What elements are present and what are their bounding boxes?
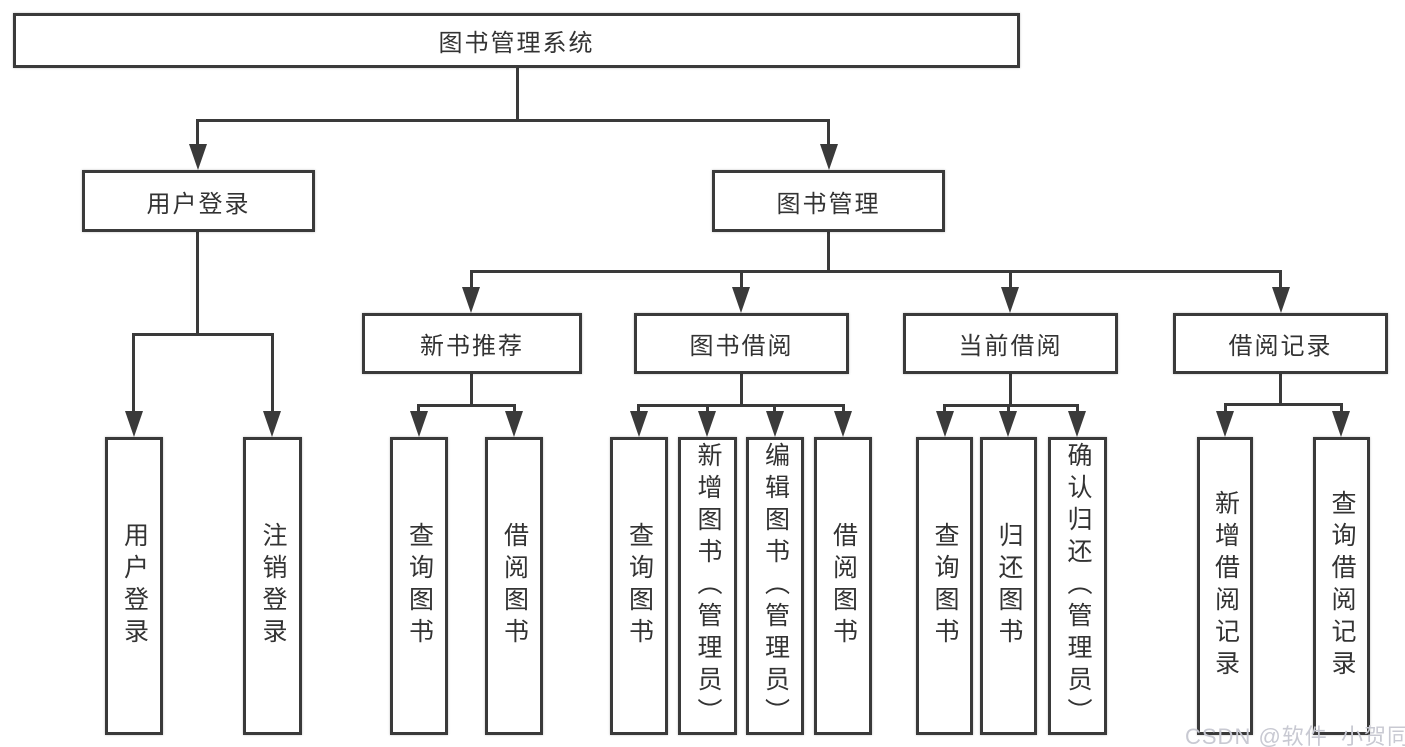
arrow-down-icon [410,411,428,437]
connector-drop-login-leaf [132,333,135,412]
leaf-query-borrow-record: 查询借阅记录 [1313,437,1370,735]
arrow-down-icon [1216,411,1234,437]
node-label: 查询图书 [625,522,654,650]
connector-new-book-stem [470,374,473,407]
connector-drop [637,404,640,413]
node-label: 归还图书 [995,522,1023,650]
node-current-borrow: 当前借阅 [903,313,1118,374]
node-label: 查询图书 [931,522,959,650]
node-label: 新书推荐 [420,333,524,360]
node-label: 新增图书（管理员） [694,442,722,730]
connector-drop-current-borrow [1009,270,1012,290]
node-label: 注销登录 [259,522,287,650]
leaf-user-login: 用户登录 [105,437,163,735]
node-label: 用户登录 [146,190,251,218]
connector-borrow-records-stem [1279,374,1282,406]
arrow-down-icon [1332,411,1350,437]
connector-drop-new-book [470,270,473,290]
connector-drop [417,404,420,413]
leaf-confirm-return-admin: 确认归还（管理员） [1048,437,1107,735]
arrow-down-icon [834,411,852,437]
node-root-library-system: 图书管理系统 [13,13,1020,68]
node-borrow-records: 借阅记录 [1173,313,1388,374]
node-new-book-recommend: 新书推荐 [362,313,582,374]
leaf-add-books-admin: 新增图书（管理员） [678,437,737,735]
arrow-down-icon [766,411,784,437]
connector-drop-book-borrow [740,270,743,290]
connector-drop-borrow-records [1279,270,1282,290]
connector-drop [1224,403,1227,413]
node-label: 当前借阅 [958,333,1063,360]
arrow-down-icon [189,144,207,170]
connector-drop-book-management [827,119,830,147]
arrow-down-icon [698,411,716,437]
node-book-borrow: 图书借阅 [634,313,849,374]
connector-drop [943,404,946,413]
arrow-down-icon [820,144,838,170]
arrow-down-icon [630,411,648,437]
connector-drop [1007,404,1010,413]
connector-book-borrow-rail [637,404,845,407]
node-label: 图书借阅 [689,333,794,360]
connector-user-login-rail [132,333,274,336]
arrow-down-icon [936,411,954,437]
connector-drop-user-login [196,119,199,147]
csdn-watermark: CSDN @软件_小贺同学 [1185,724,1405,747]
node-user-login: 用户登录 [82,170,315,232]
leaf-borrow-books-recommend: 借阅图书 [485,437,543,735]
arrow-down-icon [462,287,480,313]
node-label: 图书管理 [776,190,881,218]
node-label: 借阅图书 [500,522,529,650]
node-label: 借阅图书 [829,522,858,650]
node-label: 图书管理系统 [438,30,595,57]
connector-new-book-rail [417,404,516,407]
connector-current-borrow-stem [1009,374,1012,407]
leaf-query-books-borrow: 查询图书 [610,437,668,735]
arrow-down-icon [732,287,750,313]
connector-drop [513,404,516,413]
leaf-borrow-books: 借阅图书 [814,437,872,735]
leaf-return-books: 归还图书 [980,437,1037,735]
connector-book-borrow-stem [740,374,743,407]
connector-book-mgmt-stem [827,232,830,273]
connector-drop-logout-leaf [271,333,274,412]
node-label: 编辑图书（管理员） [761,442,790,730]
leaf-logout: 注销登录 [243,437,302,735]
arrow-down-icon [1068,411,1086,437]
arrow-down-icon [1001,287,1019,313]
connector-drop [773,404,776,413]
connector-user-login-stem [196,232,199,336]
connector-drop [1340,403,1343,413]
arrow-down-icon [1272,287,1290,313]
connector-current-borrow-rail [943,404,1079,407]
node-label: 借阅记录 [1228,333,1333,360]
connector-borrow-records-rail [1224,403,1343,406]
connector-book-mgmt-rail [470,270,1282,273]
connector-drop [706,404,709,413]
node-label: 查询图书 [405,522,434,650]
arrow-down-icon [263,411,281,437]
arrow-down-icon [999,411,1017,437]
connector-root-stem [516,68,519,121]
node-label: 新增借阅记录 [1211,490,1240,682]
node-label: 用户登录 [120,522,149,650]
node-book-management: 图书管理 [712,170,945,232]
node-label: 确认归还（管理员） [1064,442,1092,730]
connector-root-rail [196,119,830,122]
leaf-add-borrow-record: 新增借阅记录 [1197,437,1253,735]
connector-drop [842,404,845,413]
leaf-edit-books-admin: 编辑图书（管理员） [746,437,804,735]
leaf-query-books-recommend: 查询图书 [390,437,448,735]
connector-drop [1076,404,1079,413]
arrow-down-icon [505,411,523,437]
node-label: 查询借阅记录 [1328,490,1356,682]
arrow-down-icon [125,411,143,437]
leaf-query-books-current: 查询图书 [916,437,973,735]
